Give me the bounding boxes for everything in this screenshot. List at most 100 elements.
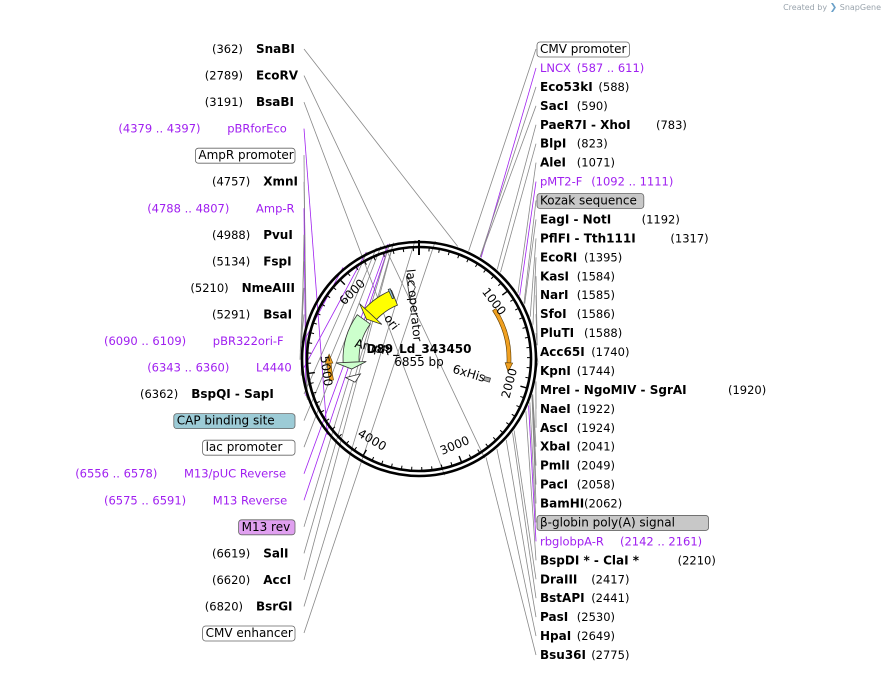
map-label-nmeaiii[interactable]: (5210)NmeAIII xyxy=(190,281,295,295)
map-label-saci[interactable]: SacI(590) xyxy=(540,99,608,113)
map-label-acc65i[interactable]: Acc65I(1740) xyxy=(540,345,629,359)
map-label-asci[interactable]: AscI(1924) xyxy=(540,421,615,435)
label-text: (2789) xyxy=(205,69,243,83)
map-label-xmni[interactable]: (4757)XmnI xyxy=(212,175,298,189)
leader-line xyxy=(524,219,537,305)
map-label-pmli[interactable]: PmlI(2049) xyxy=(540,459,615,473)
map-label-bsai[interactable]: (5291)BsaI xyxy=(212,307,292,321)
feature-arrow-6xhis[interactable] xyxy=(483,376,491,383)
label-text: M13/pUC Reverse xyxy=(184,467,286,481)
label-text: (6343 .. 6360) xyxy=(147,361,229,375)
map-label-paci[interactable]: PacI(2058) xyxy=(540,478,615,492)
map-label-blpi[interactable]: BlpI(823) xyxy=(540,137,608,151)
map-label-mrei-ngomiv-sgrai[interactable]: MreI - NgoMIV - SgrAI(1920) xyxy=(540,383,766,397)
map-label-rbglobpa-r[interactable]: rbglobpA-R(2142 .. 2161) xyxy=(540,534,702,548)
tick-mark xyxy=(468,454,472,458)
map-label-fspi[interactable]: (5134)FspI xyxy=(212,254,292,268)
leader-line xyxy=(303,252,367,368)
map-label-pvui[interactable]: (4988)PvuI xyxy=(212,228,293,242)
feature-arrow-lac-operator[interactable] xyxy=(405,275,416,301)
map-label-draiii[interactable]: DraIII(2417) xyxy=(540,572,629,586)
map-label-pbr322ori-f[interactable]: (6090 .. 6109)pBR322ori-F xyxy=(104,334,284,348)
tick-mark xyxy=(355,267,359,271)
label-text: LNCX xyxy=(540,61,571,75)
map-label-l4440[interactable]: (6343 .. 6360)L4440 xyxy=(147,361,291,375)
map-label-acci[interactable]: (6620)AccI xyxy=(212,573,291,587)
label-text: BamHI xyxy=(540,497,584,511)
map-label-kpni[interactable]: KpnI(1744) xyxy=(540,364,615,378)
map-label-pflfi-tth111i[interactable]: PflFI - Tth111I(1317) xyxy=(540,231,709,245)
map-label-bstapi[interactable]: BstAPI(2441) xyxy=(540,591,629,605)
map-label-hpai[interactable]: HpaI(2649) xyxy=(540,629,615,643)
map-label-cap-binding-site[interactable]: CAP binding site xyxy=(173,413,296,430)
label-text: (1092 .. 1111) xyxy=(591,175,673,189)
map-label-bamhi[interactable]: BamHI(2062) xyxy=(540,497,622,511)
label-text: Kozak sequence xyxy=(540,194,637,208)
feature-label-box xyxy=(536,41,630,58)
map-label-m13-rev[interactable]: M13 rev xyxy=(238,519,296,536)
map-label-snabi[interactable]: (362)SnaBI xyxy=(212,42,295,56)
map-label-paer7i-xhoi[interactable]: PaeR7I - XhoI(783) xyxy=(540,118,687,132)
feature-arrow-ampr-promoter[interactable] xyxy=(344,373,362,383)
map-label-m13-reverse[interactable]: (6575 .. 6591)M13 Reverse xyxy=(104,493,287,507)
map-label-bspqi-sapi[interactable]: (6362)BspQI - SapI xyxy=(140,387,274,401)
map-label-globin-poly-a-signal[interactable]: β-globin poly(A) signal xyxy=(536,515,710,531)
feature-label-6xhis: 6xHis xyxy=(451,362,487,385)
map-label-kozak-sequence[interactable]: Kozak sequence xyxy=(536,193,645,209)
map-label-cmv-promoter[interactable]: CMV promoter xyxy=(536,41,630,58)
map-label-lncx[interactable]: LNCX(587 .. 611) xyxy=(540,61,644,75)
map-label-m13-puc-reverse[interactable]: (6556 .. 6578)M13/pUC Reverse xyxy=(75,467,286,481)
map-label-eagi-noti[interactable]: EagI - NotI(1192) xyxy=(540,212,680,226)
map-label-bspdi-clai[interactable]: BspDI * - ClaI *(2210) xyxy=(540,553,716,567)
map-label-ecori[interactable]: EcoRI(1395) xyxy=(540,250,622,264)
feature-arrow-cap-binding-site[interactable] xyxy=(387,288,395,300)
map-label-xbai[interactable]: XbaI(2041) xyxy=(540,440,615,454)
map-label-ampr-promoter[interactable]: AmpR promoter xyxy=(194,147,296,164)
label-text: NarI xyxy=(540,288,569,302)
map-label-pmt2-f[interactable]: pMT2-F (1092 .. 1111) xyxy=(540,175,673,189)
map-label-ecorv[interactable]: (2789)EcoRV xyxy=(205,69,299,83)
map-label-pasi[interactable]: PasI(2530) xyxy=(540,610,615,624)
label-text: pBR322ori-F xyxy=(213,334,284,348)
map-label-naei[interactable]: NaeI(1922) xyxy=(540,402,615,416)
leader-line xyxy=(303,128,328,435)
leader-line xyxy=(532,257,537,325)
label-text: AleI xyxy=(540,156,566,170)
map-label-bsrgi[interactable]: (6820)BsrGI xyxy=(205,599,293,613)
tick-mark xyxy=(511,413,515,417)
label-text: (2049) xyxy=(577,459,615,473)
label-text: pMT2-F xyxy=(540,175,582,189)
tick-mark xyxy=(466,259,469,263)
tick-mark xyxy=(364,261,367,265)
tick-mark xyxy=(497,283,501,287)
plasmid-length: 6855 bp xyxy=(394,355,444,369)
map-label-sfoi[interactable]: SfoI(1586) xyxy=(540,307,615,321)
map-label-pluti[interactable]: PluTI(1588) xyxy=(540,326,622,340)
label-text: EagI - NotI xyxy=(540,212,611,226)
map-label-bsabi[interactable]: (3191)BsaBI xyxy=(205,95,294,109)
tick-mark xyxy=(450,462,453,466)
label-text: (783) xyxy=(656,118,687,132)
map-label-alei[interactable]: AleI(1071) xyxy=(540,156,615,170)
label-text: (6619) xyxy=(212,546,250,560)
tick-mark xyxy=(321,409,325,413)
label-text: (1740) xyxy=(591,345,629,359)
feature-arrow-ampr[interactable] xyxy=(335,314,371,370)
map-label-cmv-enhancer[interactable]: CMV enhancer xyxy=(202,625,296,642)
map-label-kasi[interactable]: KasI(1584) xyxy=(540,269,615,283)
map-label-sali[interactable]: (6619)SalI xyxy=(212,546,289,560)
label-text: KasI xyxy=(540,269,569,283)
leader-line xyxy=(303,242,394,554)
map-label-bsu36i[interactable]: Bsu36I(2775) xyxy=(540,648,629,662)
map-label-lac-promoter[interactable]: lac promoter xyxy=(202,439,296,456)
feature-label-box xyxy=(536,515,710,531)
map-label-pbrforeco[interactable]: (4379 .. 4397)pBRforEco xyxy=(118,122,286,136)
map-label-nari[interactable]: NarI(1585) xyxy=(540,288,615,302)
tick-mark xyxy=(313,322,317,325)
map-label-amp-r[interactable]: (4788 .. 4807)Amp-R xyxy=(147,201,294,215)
feature-arrow-ori[interactable] xyxy=(359,289,398,325)
tick-mark xyxy=(371,456,375,460)
label-text: BlpI xyxy=(540,137,566,151)
map-label-eco53ki[interactable]: Eco53kI(588) xyxy=(540,80,629,94)
